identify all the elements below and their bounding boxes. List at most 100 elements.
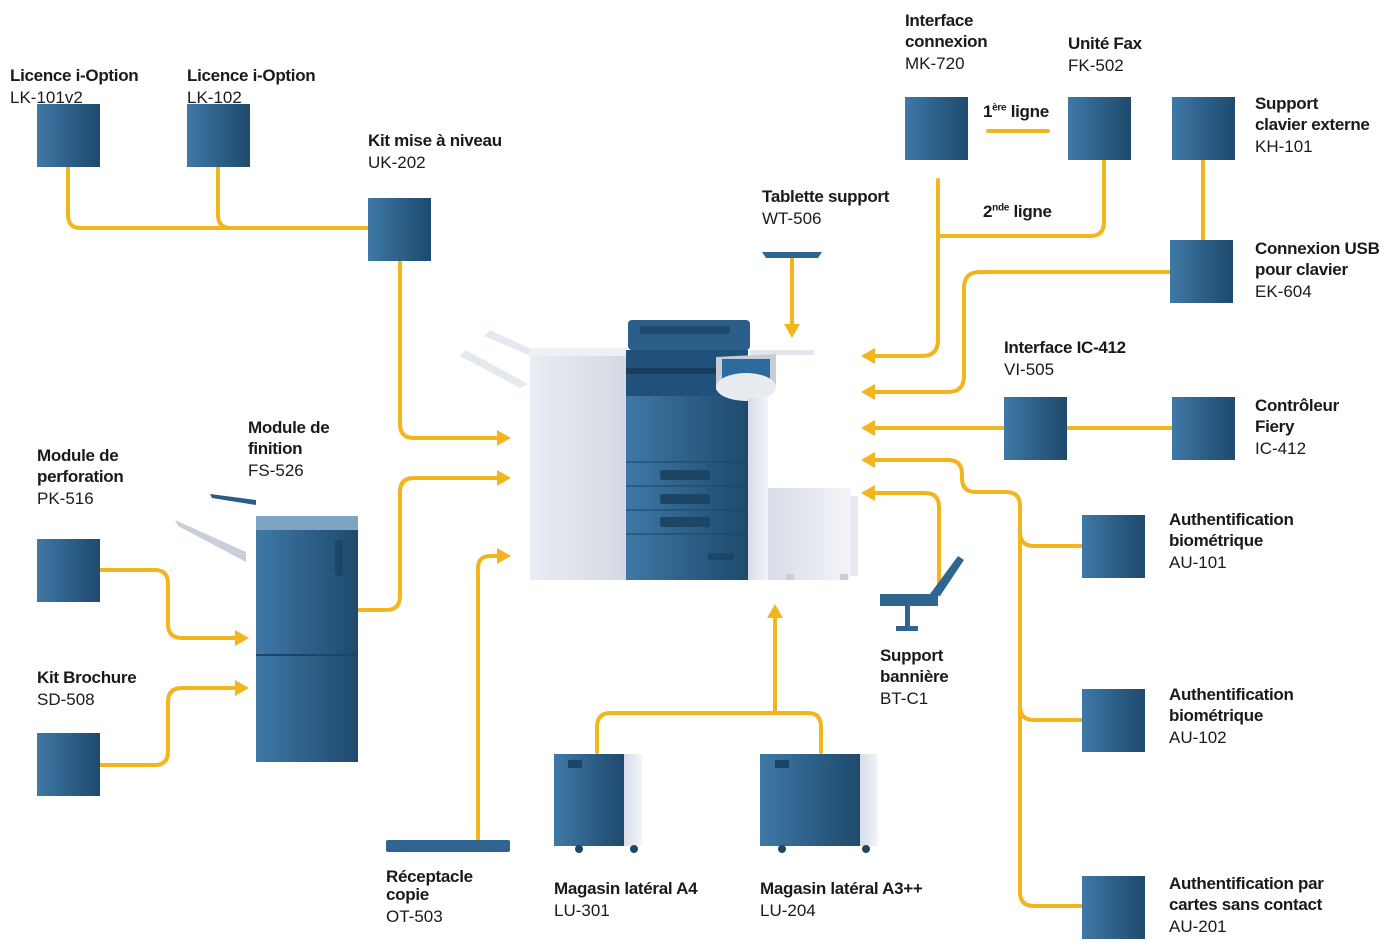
first-line-sup: ère <box>992 102 1007 114</box>
large-capacity-unit-lu301 <box>554 754 642 853</box>
connector-ot503 <box>476 554 502 842</box>
label-btc1: Support bannière BT-C1 <box>880 645 949 709</box>
module-ic412 <box>1172 397 1235 460</box>
title-fs526-line1: Module de <box>248 418 330 437</box>
title-pk516-line2: perforation <box>37 467 124 486</box>
connector-mk720 <box>868 178 940 358</box>
code-lk101v2: LK-101v2 <box>10 88 83 107</box>
module-ek604 <box>1170 240 1233 303</box>
title-fk502: Unité Fax <box>1068 34 1142 53</box>
title-au102-line2: biométrique <box>1169 706 1263 725</box>
arrowheads <box>235 324 875 696</box>
title-au201-line1: Authentification par <box>1169 874 1324 893</box>
title-au101-line2: biométrique <box>1169 531 1263 550</box>
output-tray-ot503 <box>386 840 510 852</box>
label-pk516: Module de perforation PK-516 <box>37 445 124 509</box>
second-line-num: 2 <box>983 202 993 221</box>
label-vi505: Interface IC-412 VI-505 <box>1004 337 1126 380</box>
banner-tray-btc1 <box>880 556 964 631</box>
label-au102: Authentification biométrique AU-102 <box>1169 684 1294 748</box>
label-lu204: Magasin latéral A3++ LU-204 <box>760 878 923 921</box>
code-wt506: WT-506 <box>762 209 822 228</box>
connector-sd508 <box>98 686 240 767</box>
module-sd508 <box>37 733 100 796</box>
label-au101: Authentification biométrique AU-101 <box>1169 509 1294 573</box>
code-pk516: PK-516 <box>37 489 94 508</box>
work-table-wt506 <box>762 252 822 258</box>
title-ot503-line1: Réceptacle <box>386 867 473 886</box>
connector-au102 <box>1018 704 1084 722</box>
title-lu204: Magasin latéral A3++ <box>760 879 923 898</box>
large-capacity-unit-lu204 <box>760 754 878 853</box>
second-line-word: ligne <box>1009 202 1052 221</box>
code-lk102: LK-102 <box>187 88 242 107</box>
code-ic412: IC-412 <box>1255 439 1307 458</box>
label-sd508: Kit Brochure SD-508 <box>37 667 137 710</box>
code-au101: AU-101 <box>1169 553 1227 572</box>
title-au101-line1: Authentification <box>1169 510 1294 529</box>
label-ot503: Réceptacle copie OT-503 <box>386 868 473 926</box>
connector-lu <box>595 711 823 754</box>
code-kh101: KH-101 <box>1255 137 1313 156</box>
connectors <box>66 129 1205 908</box>
label-fk502: Unité Fax FK-502 <box>1068 33 1142 76</box>
arrow-ek604 <box>861 384 875 400</box>
code-lu204: LU-204 <box>760 901 816 920</box>
title-ic412-line1: Contrôleur <box>1255 396 1339 415</box>
label-lu301: Magasin latéral A4 LU-301 <box>554 878 698 921</box>
code-lu301: LU-301 <box>554 901 610 920</box>
title-lu301: Magasin latéral A4 <box>554 879 698 898</box>
module-fk502 <box>1068 97 1131 160</box>
code-uk202: UK-202 <box>368 153 426 172</box>
module-au102 <box>1082 689 1145 752</box>
code-vi505: VI-505 <box>1004 360 1055 379</box>
first-line-word: ligne <box>1006 102 1049 121</box>
arrow-mk720 <box>861 348 875 364</box>
first-line-num: 1 <box>983 102 993 121</box>
label-lk101v2: Licence i-Option LK-101v2 <box>10 65 139 108</box>
title-ic412-line2: Fiery <box>1255 417 1295 436</box>
title-uk202: Kit mise à niveau <box>368 131 502 150</box>
module-vi505 <box>1004 397 1067 460</box>
code-au201: AU-201 <box>1169 917 1227 936</box>
finisher-fs526 <box>175 494 358 762</box>
code-fs526: FS-526 <box>248 461 304 480</box>
connector-uk202 <box>398 260 502 440</box>
connector-lk101v2 <box>66 164 370 230</box>
arrow-fs526 <box>497 470 511 486</box>
title-btc1-line2: bannière <box>880 667 949 686</box>
connector-au101 <box>1018 530 1084 548</box>
label-fs526: Module de finition FS-526 <box>248 417 330 481</box>
title-sd508: Kit Brochure <box>37 668 137 687</box>
option-boxes <box>37 97 1235 939</box>
title-kh101-line2: clavier externe <box>1255 115 1370 134</box>
title-pk516-line1: Module de <box>37 446 119 465</box>
title-wt506: Tablette support <box>762 187 890 206</box>
main-multifunction-printer <box>460 320 858 580</box>
title-au102-line1: Authentification <box>1169 685 1294 704</box>
title-btc1-line1: Support <box>880 646 944 665</box>
code-ot503: OT-503 <box>386 907 443 926</box>
connector-fk502 <box>936 158 1106 238</box>
label-wt506: Tablette support WT-506 <box>762 186 889 229</box>
connector-au <box>868 458 1084 908</box>
title-lk102: Licence i-Option <box>187 66 316 85</box>
label-lk102: Licence i-Option LK-102 <box>187 65 316 108</box>
title-mk720-line1: Interface <box>905 11 974 30</box>
code-ek604: EK-604 <box>1255 282 1312 301</box>
label-ek604: Connexion USB pour clavier EK-604 <box>1255 238 1380 302</box>
connector-lk102 <box>216 164 233 230</box>
module-lk102 <box>187 104 250 167</box>
arrow-sd508 <box>235 680 249 696</box>
label-mk720: Interface connexion MK-720 <box>905 10 988 74</box>
connector-fs526 <box>356 476 502 612</box>
connector-btc1 <box>868 491 941 596</box>
arrow-lu <box>767 604 783 618</box>
title-au201-line2: cartes sans contact <box>1169 895 1323 914</box>
second-line-sup: nde <box>992 202 1010 214</box>
module-pk516 <box>37 539 100 602</box>
module-kh101 <box>1172 97 1235 160</box>
module-au201 <box>1082 876 1145 939</box>
arrow-ot503 <box>497 548 511 564</box>
